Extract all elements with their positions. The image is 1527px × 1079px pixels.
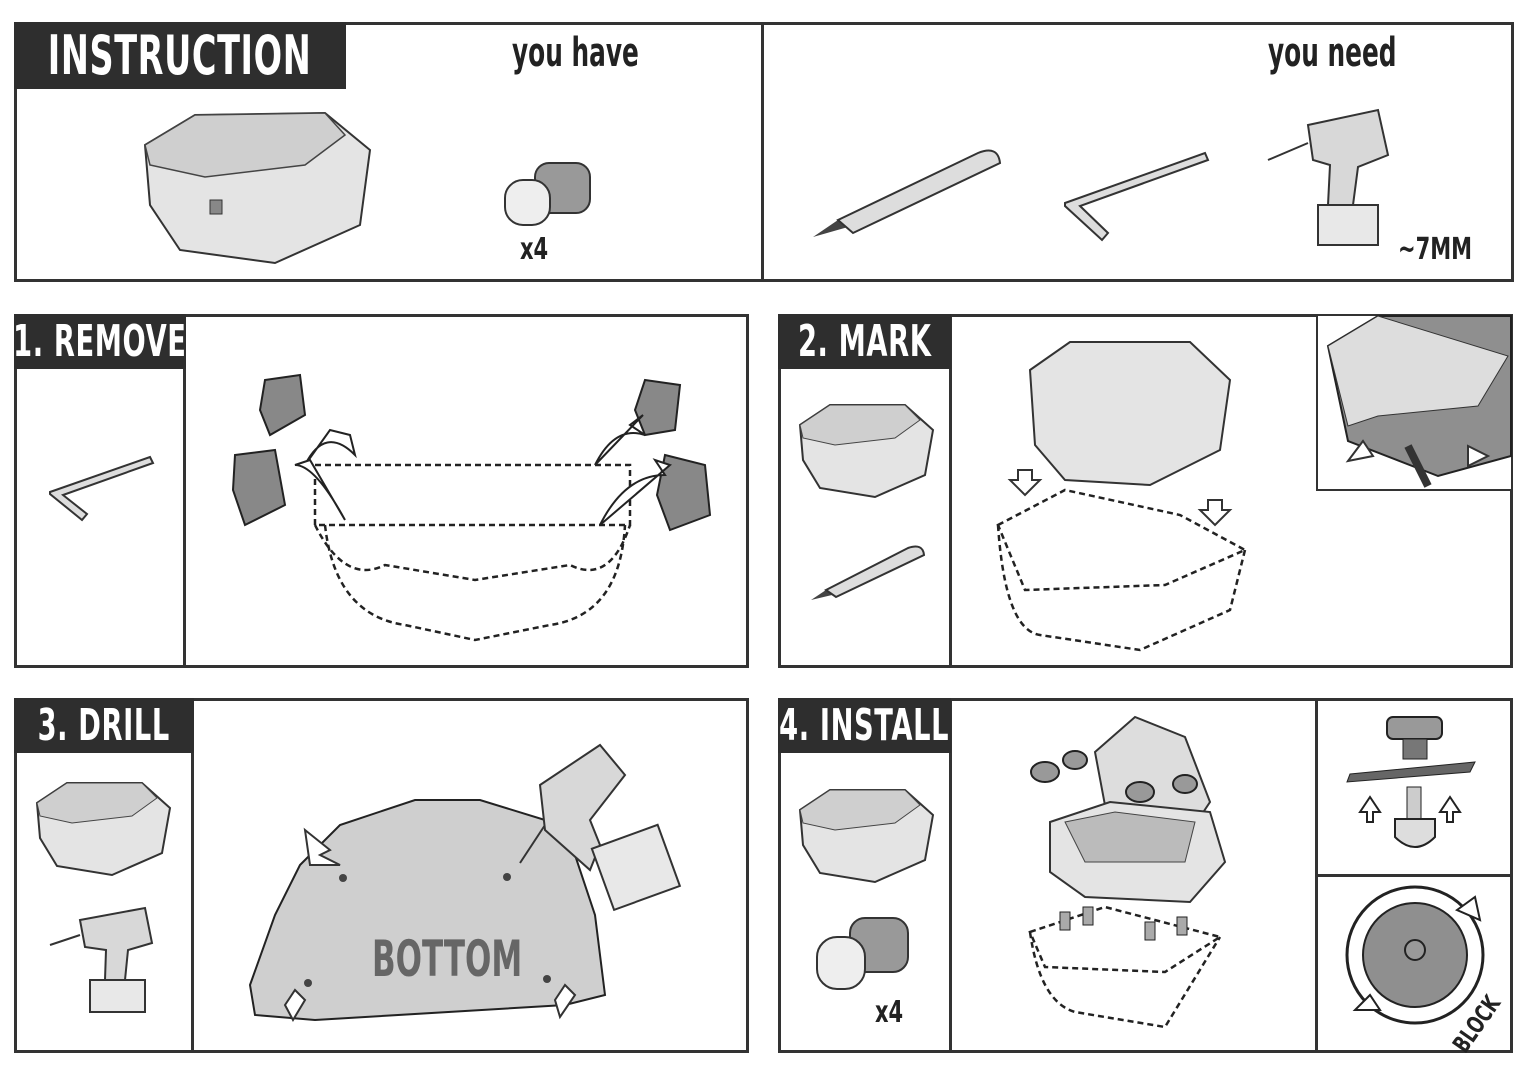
page-title-text: INSTRUCTION (48, 24, 312, 87)
page-title: INSTRUCTION (14, 22, 346, 89)
screw-detail (1346, 716, 1476, 848)
have-quantity: x4 (520, 232, 549, 267)
drill-icon (1267, 108, 1390, 246)
step-2-title-text: 2. MARK (797, 316, 932, 367)
foot-pad-icon (816, 917, 909, 990)
you-need-heading: you need (1268, 30, 1397, 76)
divider (183, 314, 186, 668)
drill-bit-size: ~7MM (1398, 232, 1473, 267)
step-4-title: 4. INSTALL (778, 698, 951, 753)
divider (191, 698, 194, 1053)
step-4-title-text: 4. INSTALL (779, 700, 950, 751)
step-1-title: 1. REMOVE (14, 314, 186, 369)
step-3-title: 3. DRILL (14, 698, 194, 753)
divider (761, 22, 764, 282)
bottom-surface-diagram (248, 743, 682, 1023)
case-small-icon (798, 404, 935, 499)
marker-pen-icon (811, 545, 926, 600)
case-small-icon (35, 782, 172, 877)
hex-key-icon (49, 455, 155, 522)
case-small-icon (798, 789, 935, 884)
divider (949, 698, 952, 1053)
case-illustration (143, 111, 372, 265)
foot-pad-icon (504, 162, 591, 226)
drill-icon (49, 906, 154, 1013)
bottom-label: BOTTOM (372, 930, 523, 988)
install-quantity: x4 (875, 995, 904, 1030)
rotate-block-detail (1345, 885, 1485, 1025)
step-2-title: 2. MARK (778, 314, 951, 369)
divider (949, 314, 952, 668)
step-1-title-text: 1. REMOVE (14, 316, 186, 367)
marker-pen-icon (813, 149, 1002, 237)
install-diagram (1028, 715, 1227, 1029)
mark-diagram (996, 341, 1248, 652)
remove-feet-diagram (231, 373, 712, 642)
divider (1315, 874, 1513, 877)
mark-detail-drawing (1326, 315, 1512, 488)
you-have-heading: you have (512, 30, 639, 76)
step-3-title-text: 3. DRILL (37, 700, 171, 751)
hex-key-icon (1064, 151, 1210, 242)
